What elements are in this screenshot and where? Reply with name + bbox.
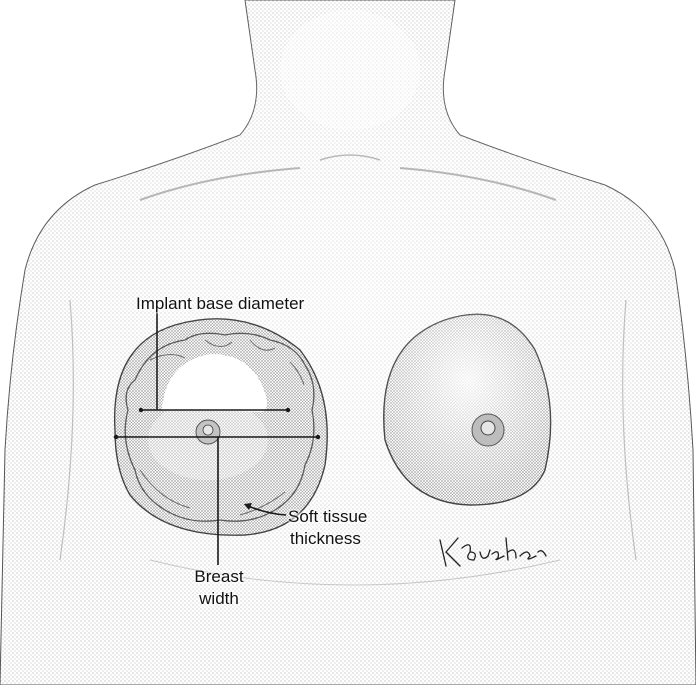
nipple	[481, 421, 495, 435]
soft-tissue-thickness-label-line2: thickness	[290, 529, 361, 549]
implant-base-diameter-label: Implant base diameter	[136, 294, 304, 314]
soft-tissue-thickness-label-line1: Soft tissue	[288, 507, 367, 527]
breast-width-label-line1: Breast	[183, 567, 255, 587]
breast-width-label-line2: width	[183, 589, 255, 609]
breast-natural	[384, 314, 551, 505]
neck-highlight	[280, 10, 420, 130]
breast-with-implant	[115, 319, 328, 535]
